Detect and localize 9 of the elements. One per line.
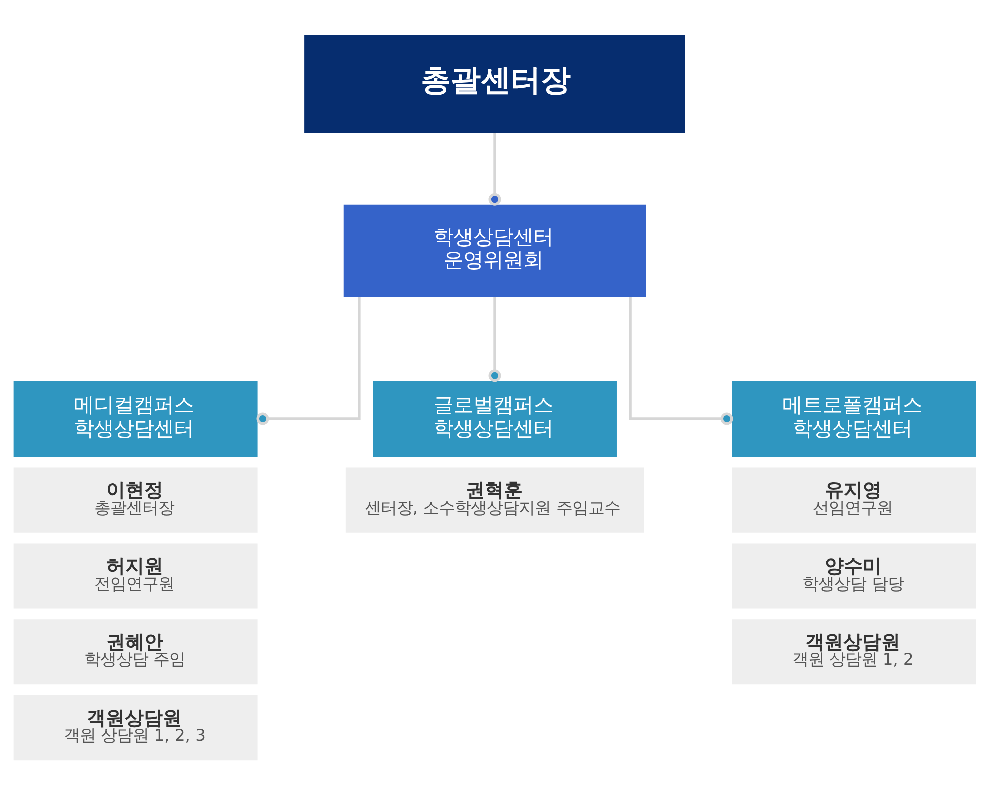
node-box: 학생상담센터 운영위원회 [344,204,646,298]
node-box: 메트로폴캠퍼스 학생상담센터 [732,381,976,457]
connector [488,133,502,206]
node-box: 총괄센터장 [304,35,686,134]
node-box: 메디컬캠퍼스 학생상담센터 [14,381,258,457]
connector [488,297,502,382]
connector [629,297,734,426]
node-box: 글로벌캠퍼스 학생상담센터 [373,381,617,457]
connector [256,297,361,426]
